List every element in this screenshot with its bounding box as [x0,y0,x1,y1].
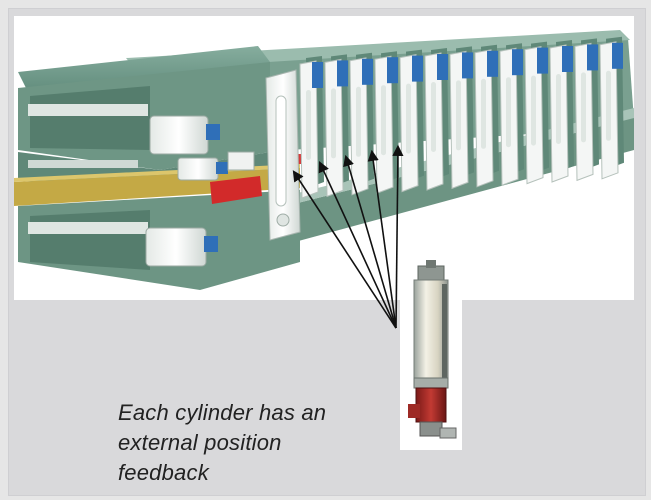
side-cylinder-upper [149,115,220,155]
clamp-plate [374,51,399,194]
clamp-plate [449,46,474,190]
arrow-4 [367,149,397,329]
blue-cylinder-icon [587,44,598,71]
clamp-plate [399,49,424,193]
blue-cylinder-icon [362,58,373,85]
clamp-plate [574,38,599,182]
arrow-1 [292,170,397,329]
caption-line-3: feedback [118,460,209,485]
clamp-plate [549,40,574,183]
clamp-plate [474,44,499,188]
lower-white-band [28,222,148,234]
clamp-plate [599,36,624,180]
caption-line-1: Each cylinder has an [118,400,327,425]
blue-cylinder-icon [437,54,448,80]
blue-cylinder-icon [612,42,623,69]
cylinder-inset [400,258,462,450]
arrow-2 [318,160,397,329]
front-lever-plate [265,69,301,241]
clamp-plate [324,54,349,198]
clamp-plate [299,56,324,199]
red-clamp-part [210,176,262,204]
clamp-plate [499,43,524,186]
metal-strip [14,168,300,206]
blue-cylinder-icon [462,52,473,79]
blue-cylinder-icon [562,46,573,72]
cylinder-foot [419,421,443,437]
blue-cylinder-icon [537,47,548,74]
cylinder-top-cap [417,265,445,281]
blue-cylinder-icon [312,62,323,88]
blue-cylinder-icon [412,55,423,82]
blue-cylinder-icon [387,57,398,84]
side-cylinder-middle [177,151,255,181]
left-housing-upper-face [30,86,150,150]
caption-line-2: external position [118,430,282,455]
arrow-3 [343,154,397,329]
blue-cylinder-icon [337,60,348,87]
clamp-plate [524,41,549,185]
blue-cylinder-icon [487,50,498,77]
mid-white-band [28,160,138,168]
caption-text: Each cylinder has an external position f… [118,398,388,488]
pointer-arrows [292,144,404,329]
position-sensor-rod [442,284,447,380]
clamping-station [14,30,634,290]
cylinder-base [415,387,447,423]
blue-cylinder-icon [512,49,523,76]
side-cylinder-lower [145,227,218,267]
clamp-plate [349,52,374,196]
left-housing-lower-face [30,210,150,270]
clamp-plate [424,48,449,191]
arrow-5 [392,144,404,329]
upper-white-band [28,104,148,116]
